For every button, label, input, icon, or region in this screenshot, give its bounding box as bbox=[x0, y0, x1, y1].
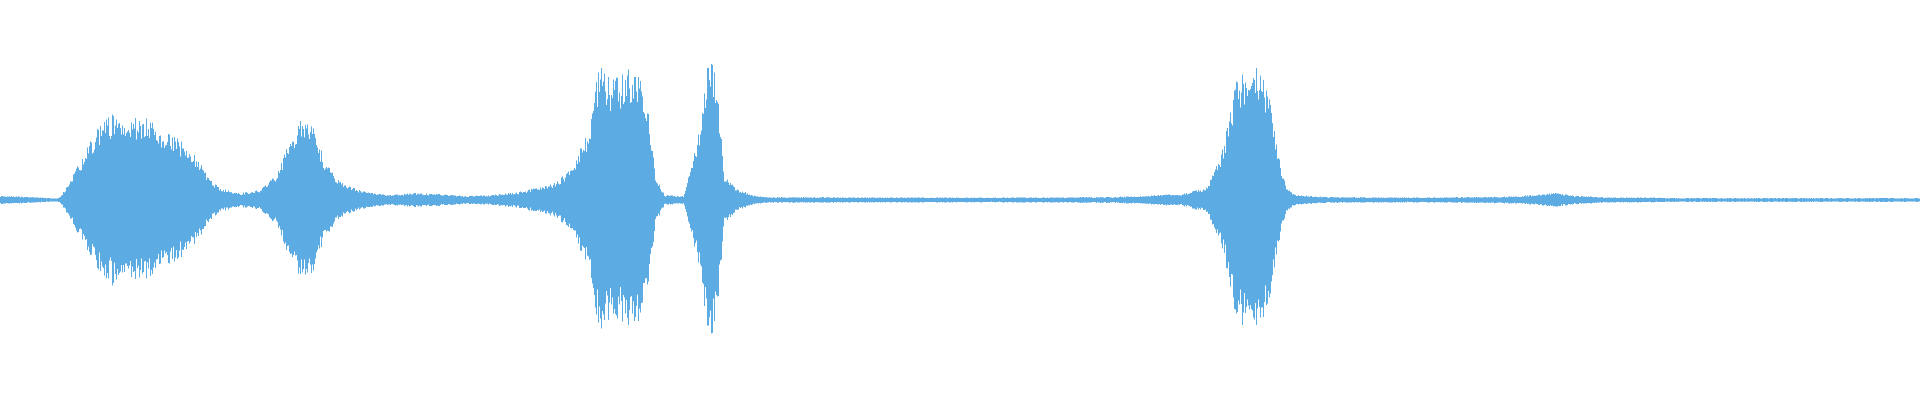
waveform-bars bbox=[0, 63, 1920, 334]
waveform-signal bbox=[0, 63, 1920, 334]
